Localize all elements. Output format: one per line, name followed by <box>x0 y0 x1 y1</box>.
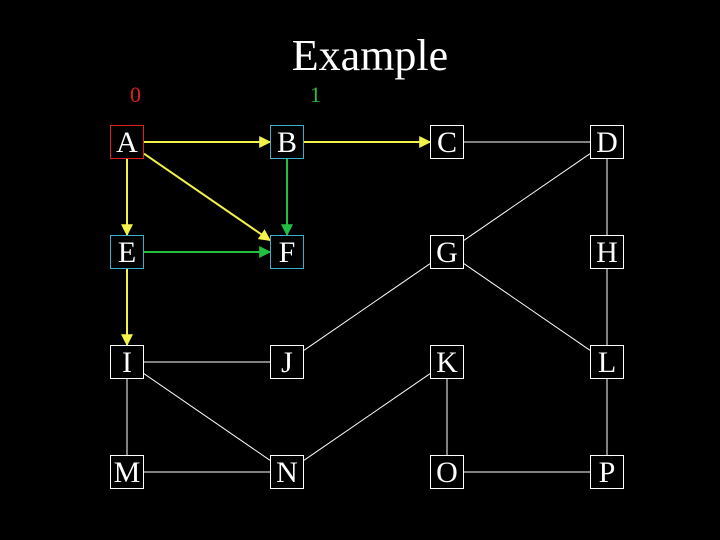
node-label: F <box>278 236 296 269</box>
level-label-0: 0 <box>130 82 141 107</box>
node-j: J <box>270 345 304 379</box>
node-f: F <box>270 235 304 269</box>
node-label: M <box>113 456 141 489</box>
node-label: E <box>117 236 137 269</box>
node-b: B <box>270 125 304 159</box>
node-label: H <box>596 236 618 269</box>
node-c: C <box>430 125 464 159</box>
diagram-title: Example <box>291 31 449 80</box>
node-d: D <box>590 125 624 159</box>
node-label: O <box>436 456 458 489</box>
node-g: G <box>430 235 464 269</box>
node-m: M <box>110 455 144 489</box>
edge-k-n <box>303 373 431 461</box>
node-label: B <box>276 126 297 159</box>
node-label: G <box>436 236 458 269</box>
node-h: H <box>590 235 624 269</box>
node-label: C <box>436 126 457 159</box>
node-label: I <box>122 346 132 379</box>
node-o: O <box>430 455 464 489</box>
level-label-1: 1 <box>310 82 321 107</box>
node-label: N <box>276 456 298 489</box>
node-i: I <box>110 345 144 379</box>
node-label: J <box>281 346 293 379</box>
node-p: P <box>590 455 624 489</box>
node-label: D <box>596 126 618 159</box>
node-k: K <box>430 345 464 379</box>
node-l: L <box>590 345 624 379</box>
node-label: K <box>436 346 458 379</box>
node-a: A <box>110 125 144 159</box>
node-label: P <box>598 456 616 489</box>
edge-g-l <box>463 263 591 351</box>
edge-d-g <box>463 153 591 241</box>
node-label: A <box>116 126 138 159</box>
node-n: N <box>270 455 304 489</box>
edge-g-j <box>303 263 431 351</box>
node-label: L <box>597 346 617 379</box>
node-e: E <box>110 235 144 269</box>
edge-i-n <box>143 373 271 461</box>
edge-a-f <box>143 152 271 242</box>
